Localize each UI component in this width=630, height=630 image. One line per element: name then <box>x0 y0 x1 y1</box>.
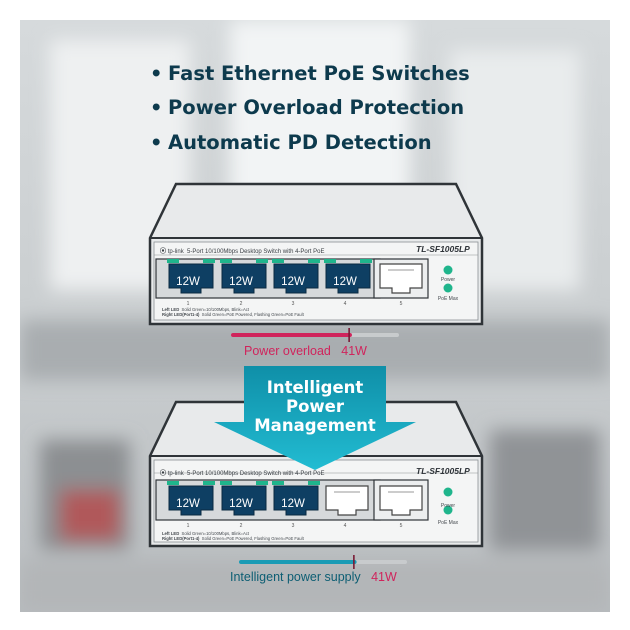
power-led-label: Power <box>440 277 456 283</box>
switch-top-model: TL-SF1005LP <box>416 244 470 254</box>
port-4-watt: 12W <box>333 276 357 288</box>
port-led-left <box>272 481 284 485</box>
port-led-right <box>308 259 320 263</box>
poe-port-1 <box>167 259 215 294</box>
tp-link-logo-icon: ⦿ <box>160 471 167 477</box>
switch-bottom-brandline: ⦿ tp-link 5-Port 10/100Mbps Desktop Swit… <box>160 471 325 477</box>
supply-caption: Intelligent power supply 41W <box>230 570 397 584</box>
port-jack <box>325 263 371 294</box>
supply-bar-fill <box>239 560 357 564</box>
port-led-right <box>256 481 268 485</box>
port-number: 1 <box>186 301 190 307</box>
port-number: 3 <box>291 523 295 529</box>
port-number: 1 <box>186 523 190 529</box>
switch-bottom-led-legend: Left LED Solid Green=10/100Mbps, Blink=A… <box>162 531 304 541</box>
port-1-watt: 12W <box>176 276 200 288</box>
poe-port-3 <box>272 481 320 516</box>
arrow-text: Intelligent Power Management <box>254 378 376 435</box>
port-led-left <box>167 481 179 485</box>
poe-port-1 <box>167 481 215 516</box>
overload-bar-fill <box>231 333 352 337</box>
feature-line-1: •Fast Ethernet PoE Switches <box>150 62 470 85</box>
port-4-empty <box>325 485 369 516</box>
tp-link-logo-icon: ⦿ <box>160 249 167 255</box>
power-led-label: Power <box>440 503 456 509</box>
feature-line-3: •Automatic PD Detection <box>150 131 432 154</box>
arrow-down-icon <box>214 366 416 470</box>
port-jack <box>273 263 319 294</box>
power-led <box>443 265 453 275</box>
port-jack <box>221 263 267 294</box>
switch-top-led-legend: Left LED Solid Green=10/100Mbps, Blink=A… <box>162 307 304 317</box>
port-number: 2 <box>239 301 243 307</box>
overload-limit-marker <box>348 328 350 342</box>
poe-port-2 <box>220 481 268 516</box>
switch-bottom-model: TL-SF1005LP <box>416 466 470 476</box>
port-number: 5 <box>399 523 403 529</box>
port-number: 4 <box>343 301 347 307</box>
port-3-watt: 12W <box>281 276 305 288</box>
port-led-left <box>167 259 179 263</box>
port-number: 4 <box>343 523 347 529</box>
port-jack <box>273 485 319 516</box>
port-number: 5 <box>399 301 403 307</box>
feature-line-2: •Power Overload Protection <box>150 96 465 119</box>
port-led-left <box>272 259 284 263</box>
switch-top-brandline: ⦿ tp-link 5-Port 10/100Mbps Desktop Swit… <box>160 249 325 255</box>
power-led <box>443 487 453 497</box>
port-jack <box>168 263 214 294</box>
port-5-empty <box>379 263 423 294</box>
poe-max-led <box>443 283 453 293</box>
port-led-right <box>256 259 268 263</box>
supply-limit-marker <box>353 555 355 569</box>
port-number: 2 <box>239 523 243 529</box>
port-led-right <box>203 259 215 263</box>
poe-port-4 <box>324 259 372 294</box>
switch-top-ports <box>167 259 453 294</box>
port-5-empty <box>379 485 423 516</box>
poe-max-led <box>443 505 453 515</box>
port-jack <box>168 485 214 516</box>
port-2-watt: 12W <box>229 498 253 510</box>
overload-bar <box>231 328 399 342</box>
poe-port-3 <box>272 259 320 294</box>
port-1-watt: 12W <box>176 498 200 510</box>
poe-max-led-label: PoE Max <box>437 296 459 302</box>
port-2-watt: 12W <box>229 276 253 288</box>
port-led-left <box>324 259 336 263</box>
port-led-right <box>360 259 372 263</box>
port-jack <box>221 485 267 516</box>
poe-port-2 <box>220 259 268 294</box>
port-led-left <box>220 259 232 263</box>
port-led-right <box>308 481 320 485</box>
port-3-watt: 12W <box>281 498 305 510</box>
port-led-left <box>220 481 232 485</box>
supply-bar <box>239 555 407 569</box>
port-led-right <box>203 481 215 485</box>
overload-caption: Power overload 41W <box>244 344 367 358</box>
switch-bottom-ports <box>167 481 453 516</box>
port-number: 3 <box>291 301 295 307</box>
poe-max-led-label: PoE Max <box>437 520 459 526</box>
